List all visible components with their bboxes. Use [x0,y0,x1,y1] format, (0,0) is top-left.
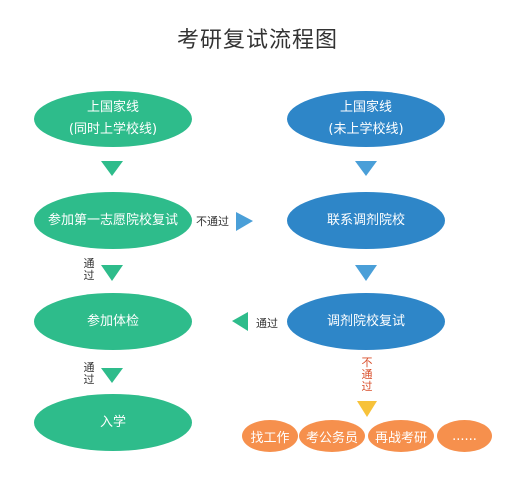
node-physical-exam-label: 参加体检 [86,313,139,329]
label-not-pass-down: 不 通 过 [360,357,374,393]
arrow-left-green [232,312,248,331]
label-pass-1-char1: 通 [83,257,95,270]
outcome-retake-exam: 再战考研 [368,420,434,452]
node-contact-transfer-label: 联系调剂院校 [326,212,405,228]
arrow-right-blue [236,212,253,231]
node-national-line-both-line1: 上国家线 [86,100,139,115]
node-national-line-only-line1: 上国家线 [339,100,392,115]
node-transfer-retest-label: 调剂院校复试 [326,313,405,329]
arrow-down-green-2 [101,265,123,281]
label-not-pass-down-char1: 不 [361,356,373,369]
label-pass-2: 通 过 [82,362,96,386]
label-not-pass-right: 不通过 [196,215,229,228]
label-pass-1: 通 过 [82,258,96,282]
node-contact-transfer: 联系调剂院校 [287,192,445,249]
arrow-down-green-3 [101,368,123,383]
arrow-down-yellow [357,401,377,417]
node-national-line-both-line2: (同时上学校线) [68,122,158,137]
node-national-line-both: 上国家线 (同时上学校线) [34,91,192,147]
node-first-choice-retest: 参加第一志愿院校复试 [34,192,192,249]
arrow-down-green-1 [101,161,123,176]
label-pass-1-char2: 过 [83,269,95,282]
label-pass-left: 通过 [256,317,278,330]
label-not-pass-down-char2: 通 [361,368,373,381]
node-enrollment-label: 入学 [99,414,126,430]
node-national-line-only: 上国家线 (未上学校线) [287,91,445,147]
outcome-civil-service: 考公务员 [299,420,365,452]
diagram-title: 考研复试流程图 [176,28,338,53]
label-pass-2-char2: 过 [83,373,95,386]
label-not-pass-down-char3: 过 [361,380,373,393]
node-transfer-retest: 调剂院校复试 [287,293,445,350]
node-first-choice-retest-label: 参加第一志愿院校复试 [47,212,178,228]
outcome-ellipsis: ...... [437,420,492,452]
label-pass-2-char1: 通 [83,361,95,374]
node-physical-exam: 参加体检 [34,293,192,350]
arrow-down-blue-2 [355,265,377,281]
node-national-line-only-line2: (未上学校线) [328,122,404,137]
outcome-find-job: 找工作 [242,420,298,452]
arrow-down-blue-1 [355,161,377,176]
node-enrollment: 入学 [34,394,192,451]
